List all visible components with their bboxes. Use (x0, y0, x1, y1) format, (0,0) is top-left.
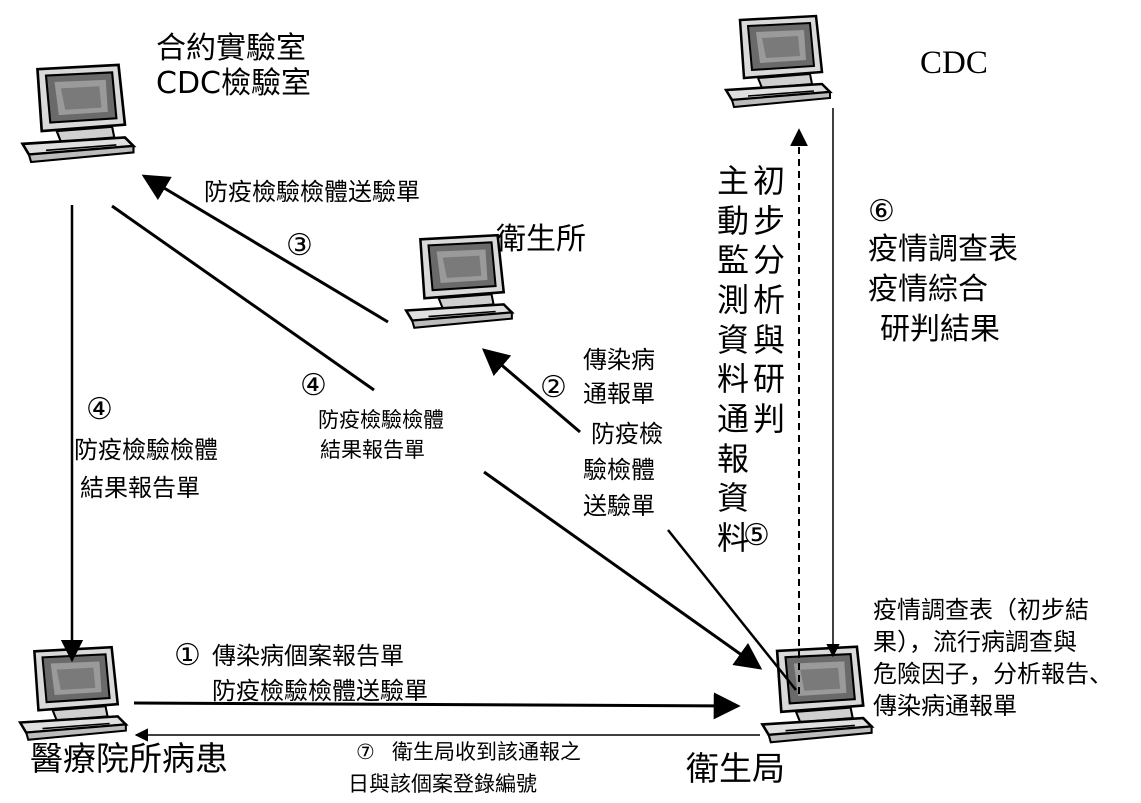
flow3-number: ③ (286, 228, 313, 263)
flow4a-line2: 結果報告單 (80, 474, 200, 502)
bureau-note-line3: 危險因子，分析報告、 (873, 660, 1113, 688)
arrow-hospital-to-bureau (133, 692, 741, 720)
cdc-computer-icon (724, 14, 832, 109)
arrow-bureau-to-station (481, 348, 581, 434)
flow5-number: ⑤ (743, 518, 770, 553)
flow2-line1: 傳染病 (583, 346, 655, 374)
flow6-number: ⑥ (868, 194, 895, 229)
flow5-column2: 初步分析與研判 (753, 162, 786, 439)
flow2-line4: 驗檢體 (583, 456, 655, 484)
flow2-line5: 送驗單 (583, 492, 655, 520)
health-bureau-computer-icon (761, 645, 873, 744)
arrow-station-to-lab (141, 174, 389, 324)
bureau-note-line2: 果），流行病調查與 (873, 628, 1077, 656)
arrow-lab-to-bureau-segment (111, 204, 375, 392)
flow1-line2: 防疫檢驗檢體送驗單 (212, 677, 428, 705)
hospital-label: 醫療院所病患 (30, 739, 228, 778)
flow1-line1: 傳染病個案報告單 (212, 642, 404, 670)
hospital-computer-icon (18, 645, 128, 742)
arrow-lab-to-bureau (483, 470, 763, 670)
flow2-line3: 防疫檢 (591, 420, 663, 448)
cdc-label: CDC (920, 45, 988, 81)
flow2-line2: 通報單 (583, 380, 655, 408)
flow4b-line1: 防疫檢驗檢體 (318, 408, 444, 432)
bureau-note-line1: 疫情調查表（初步結 (873, 596, 1089, 624)
flow4a-number: ④ (86, 392, 113, 427)
flow7-line2: 日與該個案登錄編號 (348, 772, 537, 796)
health-bureau-label: 衛生局 (686, 749, 785, 788)
flow7-line1: 衛生局收到該通報之 (392, 740, 581, 764)
arrow-bureau-to-station-segment (667, 529, 797, 691)
flow6-line3: 研判結果 (880, 312, 1000, 347)
flow2-number: ② (540, 370, 567, 405)
bureau-note-line4: 傳染病通報單 (873, 692, 1017, 720)
flow4b-number: ④ (300, 368, 327, 403)
flow6-line1: 疫情調查表 (868, 232, 1018, 267)
flow1-number: ① (174, 638, 201, 673)
lab-label-line2: CDC檢驗室 (156, 66, 311, 101)
flow7-number: ⑦ (356, 740, 375, 764)
lab-computer-icon (21, 63, 135, 164)
flow5-column1: 主動監測資料通報資料 (717, 162, 750, 558)
flow4a-line1: 防疫檢驗檢體 (74, 436, 218, 464)
health-station-label: 衛生所 (496, 222, 586, 257)
flow6-line2: 疫情綜合 (868, 272, 988, 307)
flow4b-line2: 結果報告單 (320, 438, 425, 462)
flow3-label: 防疫檢驗檢體送驗單 (204, 178, 420, 206)
lab-label-line1: 合約實驗室 (156, 31, 306, 66)
